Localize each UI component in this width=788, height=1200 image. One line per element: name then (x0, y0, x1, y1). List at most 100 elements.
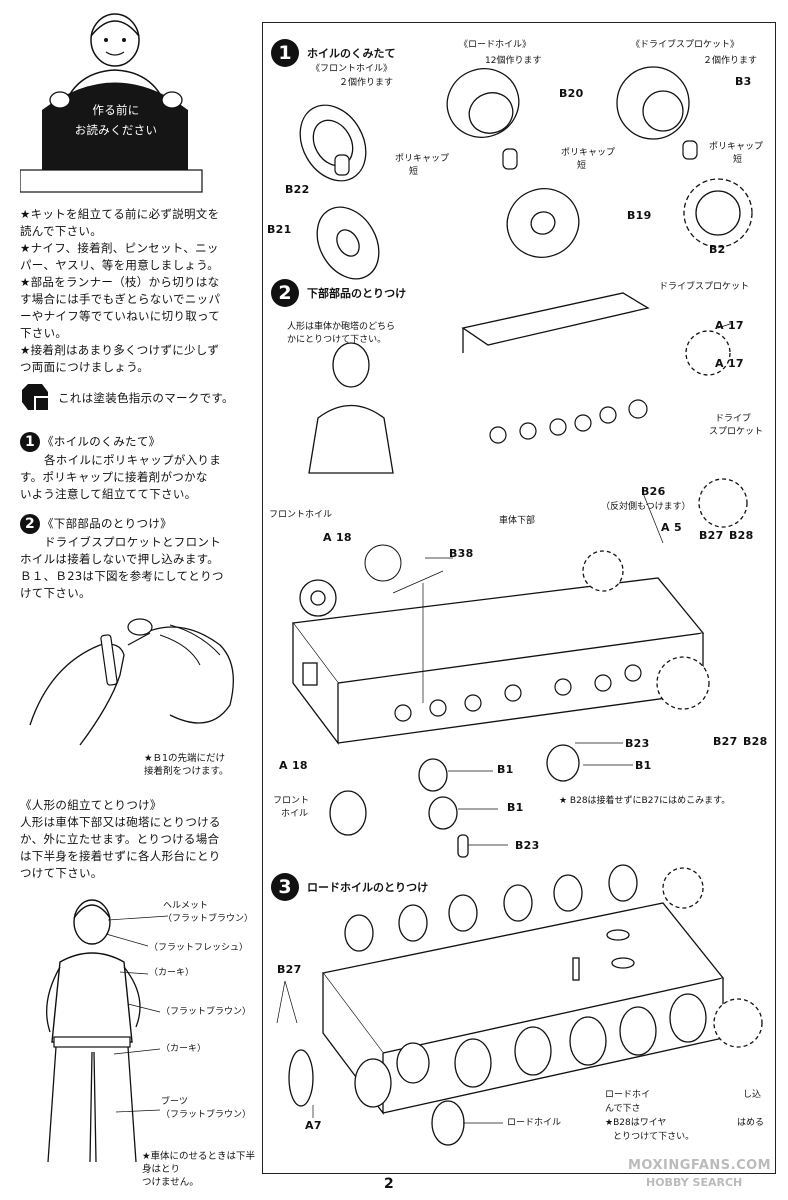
intro-line: ★ナイフ、接着剤、ピンセット、ニッ (20, 241, 219, 255)
badge-line-2: お読みください (74, 123, 158, 137)
color-trousers: （カーキ） (161, 1044, 207, 1054)
part-b19: B19 (627, 209, 652, 222)
step-3-title: ロードホイルのとりつけ (307, 881, 429, 894)
step3-note-3: ★B28はワイヤ (605, 1118, 667, 1128)
color-helmet: ヘルメット (163, 901, 209, 911)
polycap-drawing (334, 140, 698, 176)
part-a7: A7 (305, 1119, 322, 1132)
instruction-panel: 1 ホイルのくみたて 《フロントホイル》 ２個作ります 《ロードホイル》 12個… (262, 22, 776, 1174)
step-1-title: ホイルのくみたて (307, 47, 396, 60)
mascot-illustration (20, 13, 203, 193)
intro-line: つ両面につけましょう。 (20, 360, 150, 374)
paint-mark-icon (22, 384, 48, 410)
step-line: Ｂ１、Ｂ23は下図を参考にしてとりつ (20, 569, 224, 583)
left-figure-section: 《人形の組立てとりつけ》 人形は車体下部又は砲塔にとりつける か、外に立たせます… (20, 797, 258, 882)
note-line: 接着剤をつけます。 (144, 766, 229, 777)
color-boots-paint: （フラットブラウン） (161, 1110, 252, 1120)
step3-note-3b: はめる (737, 1118, 765, 1128)
b1-note: ★Ｂ1の先端にだけ 接着剤をつけます。 (144, 752, 260, 778)
part-b27-b: B27 (713, 735, 738, 748)
part-b38: B38 (449, 547, 474, 560)
instruction-drawings (276, 66, 763, 1146)
front-wheel-label: フロントホイル (269, 510, 333, 520)
part-b27-a: B27 (699, 529, 724, 542)
section-title: 《人形の組立てとりつけ》 (20, 798, 162, 812)
sprocket-label-top: ドライブスプロケット (659, 282, 750, 292)
step3-note-1b: し込 (743, 1090, 762, 1100)
sprocket-label-2a: ドライブ (715, 414, 752, 424)
note-line: つけません。 (142, 1177, 199, 1188)
color-belt: （フラットブラウン） (161, 1007, 252, 1017)
part-a17-b: A 17 (715, 357, 744, 370)
part-a17-a: A 17 (715, 319, 744, 332)
b26-note: （反対側もつけます） (601, 502, 691, 512)
hull-lower-top-drawing (461, 292, 650, 353)
part-b1-a: B1 (497, 763, 514, 776)
leader-lines (392, 322, 734, 846)
intro-line: す場合には手でもぎとらないでニッパ (20, 292, 221, 306)
step3-note-4: とりつけて下さい。 (613, 1132, 695, 1142)
step-2-title: 下部部品のとりつけ (307, 287, 407, 300)
b28-note: ★ B28は接着せずにB27にはめこみます。 (559, 796, 731, 806)
figure-note-1: 人形は車体か砲塔のどちら (287, 322, 396, 332)
part-b21: B21 (267, 223, 292, 236)
polycap-3-label: ポリキャップ (709, 142, 764, 152)
intro-line: ★接着剤はあまり多くつけずに少しず (20, 343, 220, 357)
color-tunic: （カーキ） (149, 968, 195, 978)
part-a18-a: A 18 (323, 531, 352, 544)
polycap-1-label: ポリキャップ (395, 154, 450, 164)
left-step-2: 2《下部部品のとりつけ》 ドライブスプロケットとフロント ホイルは接着しないで押… (20, 514, 258, 602)
sprocket-drawing (616, 66, 753, 248)
page-number: 2 (384, 1176, 394, 1192)
part-b27: B27 (277, 963, 302, 976)
part-b20: B20 (559, 87, 584, 100)
step3-wheels (288, 864, 763, 1146)
watermark-site: MOXINGFANS.COM (628, 1158, 772, 1173)
step-line: 各ホイルにポリキャップが入りま (44, 453, 221, 467)
badge-line-1: 作る前に (92, 103, 140, 117)
front-wheel-label-2b: ホイル (281, 809, 309, 819)
polycap-2-label: ポリキャップ (561, 148, 616, 158)
color-helmet-paint: （フラットブラウン） (163, 914, 254, 924)
step-line: す。ポリキャップに接着剤がつかな (20, 470, 208, 484)
intro-line: 読んで下さい。 (20, 224, 103, 238)
step-line: けて下さい。 (20, 586, 91, 600)
figure-note-2: かにとりつけて下さい。 (287, 335, 387, 345)
section-line: か、外に立たせます。とりつける場合 (20, 832, 220, 846)
front-wheel-label-2a: フロント (273, 796, 310, 806)
road-wheel-heading: 《ロードホイル》 (459, 40, 532, 50)
intro-line: ーやナイフ等でていねいに切り取って (20, 309, 221, 323)
figure-drawing (308, 342, 394, 474)
section-line: は下半身を接着せずに各人形台にとり (20, 849, 221, 863)
note-line: ★Ｂ1の先端にだけ (144, 753, 226, 764)
step-line: ドライブスプロケットとフロント (44, 535, 221, 549)
sprocket-count: ２個作ります (703, 56, 758, 66)
suspension-drawing (394, 399, 648, 722)
step2-wheels (299, 330, 748, 858)
step3-leaders (276, 980, 503, 1124)
front-wheel-heading: 《フロントホイル》 (311, 64, 393, 74)
part-b28-b: B28 (743, 735, 768, 748)
part-b28-a: B28 (729, 529, 754, 542)
step-title: 《ホイルのくみたて》 (42, 434, 161, 449)
section-line: 人形は車体下部又は砲塔にとりつける (20, 815, 221, 829)
bottom-note: ★車体にのせるときは下半身はとり つけません。 (142, 1150, 260, 1189)
intro-line: ★キットを組立てる前に必ず説明文を (20, 207, 220, 221)
part-b26: B26 (641, 485, 666, 498)
step3-note-2: んで下さ (605, 1104, 641, 1114)
left-column: 作る前に お読みください ★キットを組立てる前に必ず説明文を 読んで下さい。 ★… (20, 0, 260, 1200)
sprocket-label-2b: スプロケット (709, 427, 764, 437)
road-wheel-label: ロードホイル (507, 1118, 562, 1128)
part-b2: B2 (709, 243, 726, 256)
polycap-3-size: 短 (733, 155, 743, 165)
watermark-shop: HOBBY SEARCH (646, 1176, 743, 1189)
step-number: 1 (20, 432, 40, 452)
part-b1-c: B1 (507, 801, 524, 814)
section-line: つけて下さい。 (20, 866, 103, 880)
road-wheel-drawing (446, 68, 580, 258)
part-b3: B3 (735, 75, 752, 88)
color-face: （フラットフレッシュ） (149, 943, 249, 953)
intro-line: パー、ヤスリ、等を用意しましょう。 (20, 258, 220, 272)
intro-line: 下さい。 (20, 326, 68, 340)
step-number: 2 (20, 514, 40, 534)
